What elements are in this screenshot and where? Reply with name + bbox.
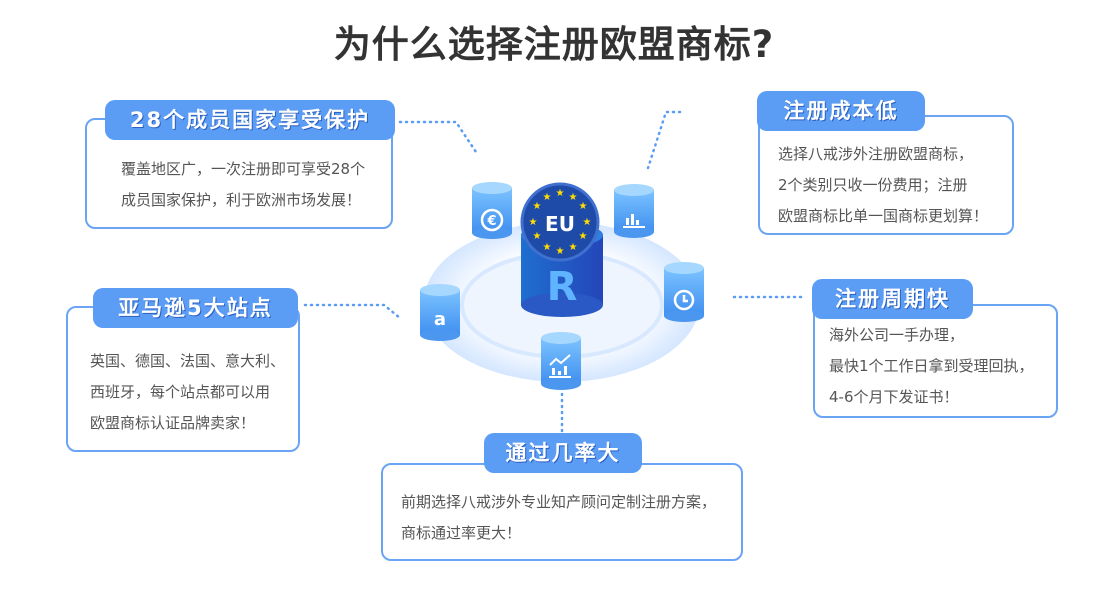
svg-text:★: ★ (529, 217, 538, 228)
card-text: 4-6个月下发证书！ (829, 388, 959, 406)
card-label: 28个成员国家享受保护 (105, 100, 395, 140)
svg-text:★: ★ (579, 231, 588, 242)
amazon-cylinder: a (420, 284, 460, 341)
svg-text:★: ★ (533, 201, 542, 212)
svg-text:★: ★ (569, 242, 578, 253)
svg-text:€: € (486, 214, 496, 229)
card-amazon: 英国、德国、法国、意大利、 西班牙，每个站点都可以用 欧盟商标认证品牌卖家！ (66, 306, 300, 452)
card-text: 2个类别只收一份费用；注册 (778, 176, 968, 194)
main-cylinder: R ★★★★ ★★★★ ★★★★ EU (520, 182, 603, 317)
svg-text:EU: EU (545, 212, 575, 236)
card-text: 欧盟商标认证品牌卖家！ (90, 414, 256, 432)
growth-cylinder (541, 332, 581, 390)
card-text: 西班牙，每个站点都可以用 (90, 383, 271, 401)
card-text: 选择八戒涉外注册欧盟商标， (778, 145, 974, 163)
svg-text:★: ★ (543, 192, 552, 203)
svg-text:★: ★ (579, 201, 588, 212)
euro-icon (480, 208, 504, 232)
logo-r: R (547, 264, 578, 310)
svg-text:★: ★ (533, 231, 542, 242)
eu-stars: ★★★★ ★★★★ ★★★★ (529, 188, 592, 257)
card-low-cost: 选择八戒涉外注册欧盟商标， 2个类别只收一份费用；注册 欧盟商标比单一国商标更划… (758, 115, 1014, 235)
growth-chart-icon (549, 354, 571, 378)
svg-text:★: ★ (569, 192, 578, 203)
card-text: 英国、德国、法国、意大利、 (90, 352, 286, 370)
clock-icon (673, 289, 695, 311)
bar-chart-down-icon (623, 214, 645, 228)
svg-text:★: ★ (583, 217, 592, 228)
card-text: 最快1个工作日拿到受理回执， (829, 357, 1034, 375)
eu-badge (520, 182, 600, 262)
clock-cylinder (664, 262, 704, 322)
card-text: 商标通过率更大！ (401, 524, 522, 542)
card-text: 海外公司一手办理， (829, 326, 965, 344)
svg-text:★: ★ (556, 246, 565, 257)
chart-down-cylinder (614, 184, 654, 238)
card-text: 欧盟商标比单一国商标更划算！ (778, 207, 989, 225)
amazon-icon: a (434, 309, 446, 330)
card-label: 通过几率大 (484, 433, 642, 473)
card-text: 前期选择八戒涉外专业知产顾问定制注册方案， (401, 493, 717, 511)
card-label: 注册周期快 (812, 279, 973, 319)
page-title: 为什么选择注册欧盟商标? (333, 23, 775, 66)
card-label: 注册成本低 (757, 91, 925, 131)
connector-lines (303, 110, 808, 434)
card-high-success: 前期选择八戒涉外专业知产顾问定制注册方案， 商标通过率更大！ (381, 463, 743, 561)
card-text: 成员国家保护，利于欧洲市场发展！ (121, 191, 362, 209)
svg-text:★: ★ (543, 242, 552, 253)
svg-text:★: ★ (556, 188, 565, 199)
card-label: 亚马逊5大站点 (93, 288, 298, 328)
card-fast: 海外公司一手办理， 最快1个工作日拿到受理回执， 4-6个月下发证书！ (813, 304, 1058, 418)
euro-cylinder: € (472, 182, 512, 239)
card-text: 覆盖地区广，一次注册即可享受28个 (121, 160, 366, 178)
